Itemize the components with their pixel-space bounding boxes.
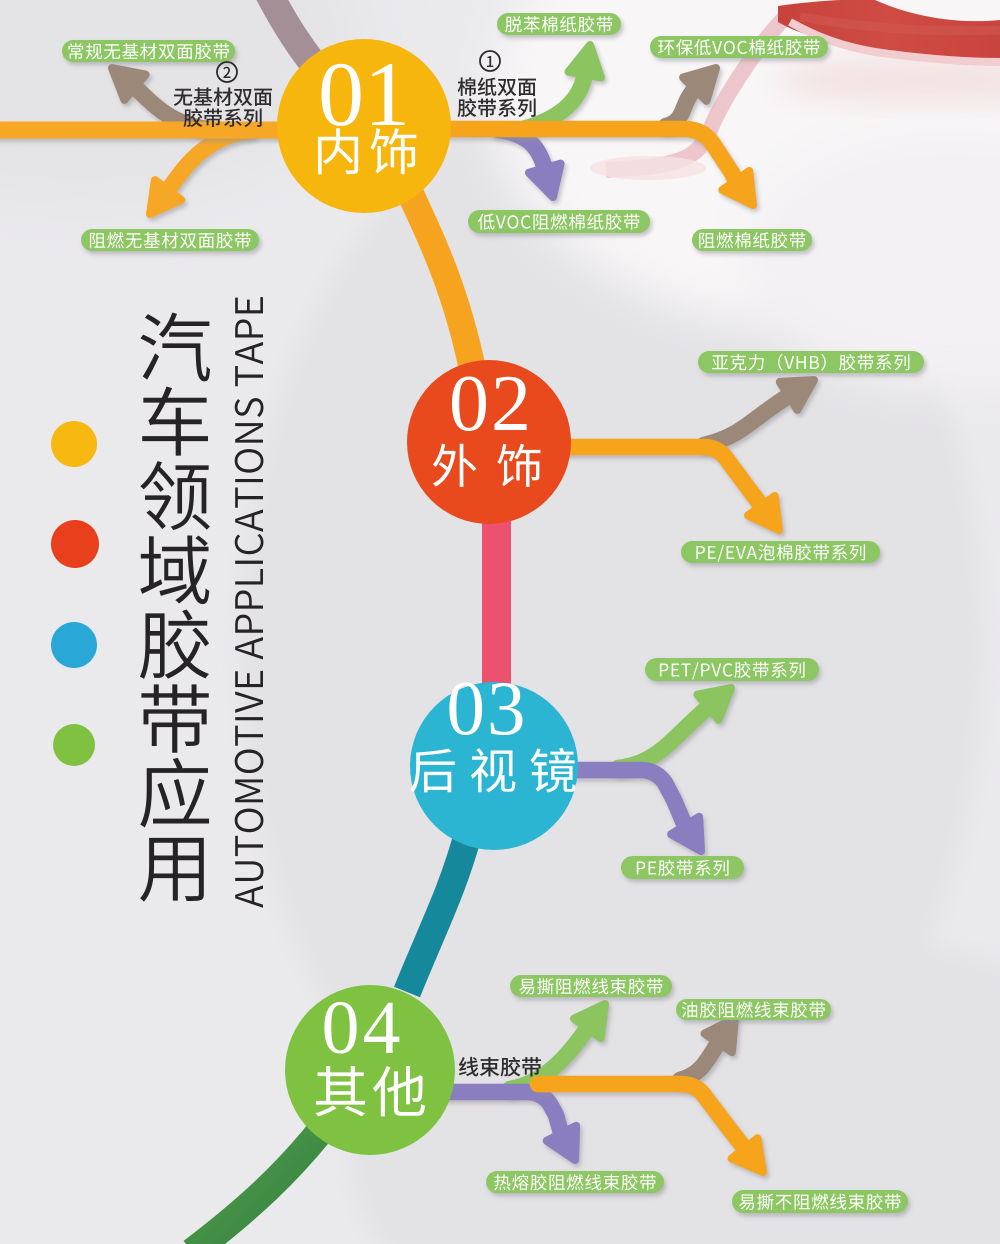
svg-text:02: 02 [449, 360, 533, 448]
svg-text:04: 04 [322, 986, 404, 1070]
svg-text:03: 03 [447, 665, 528, 751]
svg-text:01: 01 [318, 43, 410, 145]
